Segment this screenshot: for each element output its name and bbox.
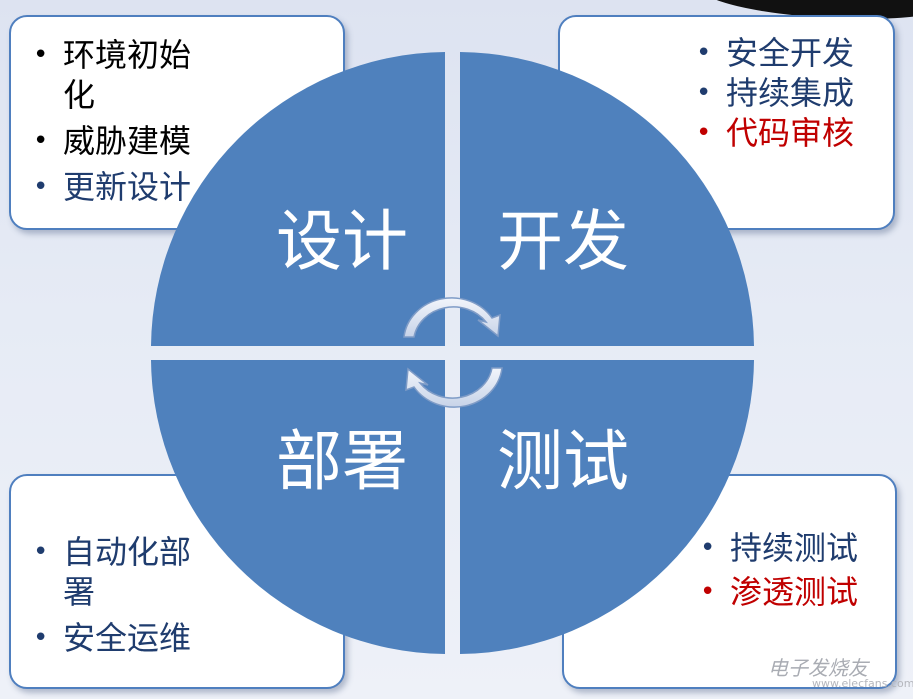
quadrant-label-develop: 开发	[497, 203, 629, 280]
quadrant-label-deploy: 部署	[276, 423, 408, 500]
watermark-url: www.elecfans.com	[812, 677, 913, 690]
design-item-2: 威胁建模	[31, 121, 211, 161]
develop-item-list: 安全开发 持续集成 代码审核	[694, 33, 854, 153]
deploy-item-1: 自动化部署	[31, 532, 211, 612]
quadrant-label-test: 测试	[497, 423, 629, 500]
develop-item-2: 持续集成	[694, 73, 854, 113]
design-item-3: 更新设计	[31, 167, 211, 207]
deploy-item-list: 自动化部署 安全运维	[31, 532, 211, 658]
design-item-1: 环境初始化	[31, 35, 211, 115]
quadrant-deploy	[151, 360, 445, 654]
develop-item-3: 代码审核	[694, 113, 854, 153]
cycle-arrow-top-icon	[403, 297, 501, 338]
quadrant-design	[151, 52, 445, 346]
quadrant-test	[460, 360, 754, 654]
quadrant-develop	[460, 52, 754, 346]
deploy-item-2: 安全运维	[31, 618, 211, 658]
test-item-list: 持续测试 渗透测试	[698, 528, 858, 612]
cycle-arrow-bottom-icon	[405, 367, 503, 408]
test-item-2: 渗透测试	[698, 572, 858, 612]
watermark-brand: 电子发烧友	[768, 656, 868, 680]
quadrant-label-design: 设计	[276, 203, 408, 280]
test-item-1: 持续测试	[698, 528, 858, 568]
design-item-list: 环境初始化 威胁建模 更新设计	[31, 35, 211, 207]
develop-item-1: 安全开发	[694, 33, 854, 73]
